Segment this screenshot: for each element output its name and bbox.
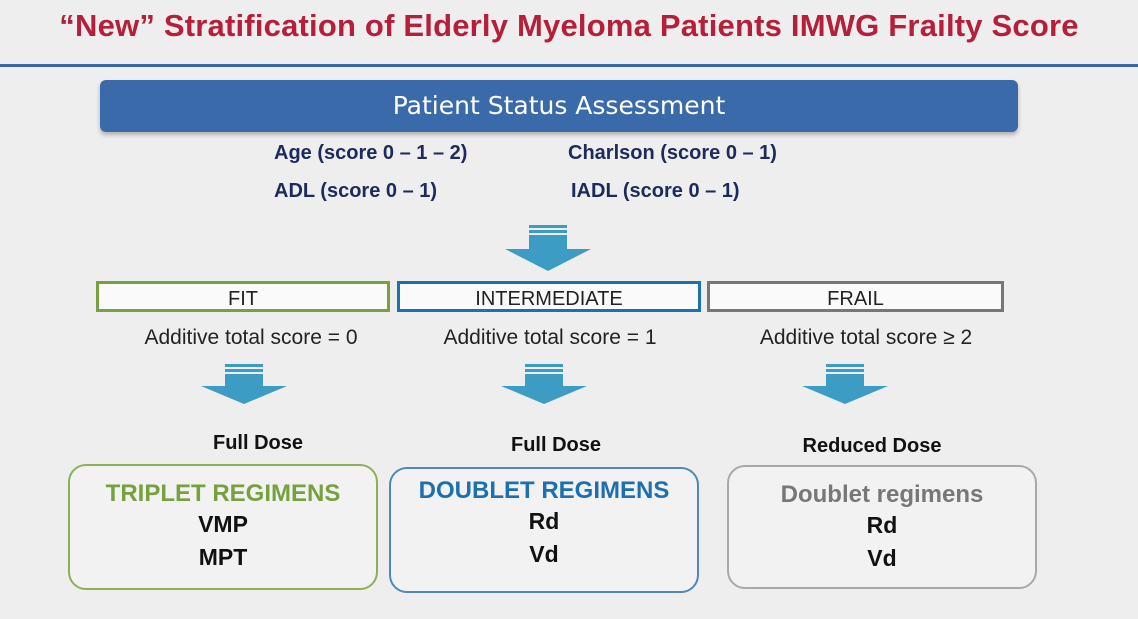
regimen-drug: MPT	[198, 544, 248, 570]
regimen-drug: VMP	[198, 511, 248, 537]
regimen-box-fit: TRIPLET REGIMENS VMP MPT	[68, 464, 378, 590]
title-divider	[0, 64, 1138, 67]
dose-intermediate: Full Dose	[510, 434, 601, 456]
criterion-age: Age (score 0 – 1 – 2)	[274, 142, 468, 164]
score-fit: Additive total score = 0	[144, 326, 358, 349]
regimen-drug: Rd	[528, 508, 560, 534]
regimen-box-frail: Doublet regimens Rd Vd	[727, 465, 1037, 589]
slide-title: “New” Stratification of Elderly Myeloma …	[59, 8, 1079, 43]
down-arrow-icon	[505, 225, 591, 271]
regimen-box-intermediate: DOUBLET REGIMENS Rd Vd	[389, 467, 699, 593]
dose-fit: Full Dose	[212, 432, 303, 454]
regimen-drug: Rd	[866, 512, 898, 538]
regimen-title-fit: TRIPLET REGIMENS	[105, 480, 341, 507]
down-arrow-icon	[501, 364, 587, 404]
criterion-adl: ADL (score 0 – 1)	[274, 180, 438, 202]
category-fit: FIT	[96, 281, 390, 312]
category-intermediate: INTERMEDIATE	[397, 281, 701, 312]
score-intermediate: Additive total score = 1	[443, 326, 657, 349]
dose-frail: Reduced Dose	[802, 435, 942, 457]
regimen-title-frail: Doublet regimens	[780, 481, 984, 508]
category-frail: FRAIL	[707, 281, 1004, 312]
patient-status-assessment-bar: Patient Status Assessment	[100, 80, 1018, 132]
down-arrow-icon	[802, 364, 888, 404]
regimen-title-intermediate: DOUBLET REGIMENS	[418, 477, 670, 504]
score-frail: Additive total score ≥ 2	[759, 326, 973, 349]
regimen-drug: Vd	[529, 541, 559, 567]
criterion-charlson: Charlson (score 0 – 1)	[568, 142, 777, 164]
regimen-drug: Vd	[867, 545, 897, 571]
criterion-iadl: IADL (score 0 – 1)	[571, 180, 740, 202]
down-arrow-icon	[201, 364, 287, 404]
